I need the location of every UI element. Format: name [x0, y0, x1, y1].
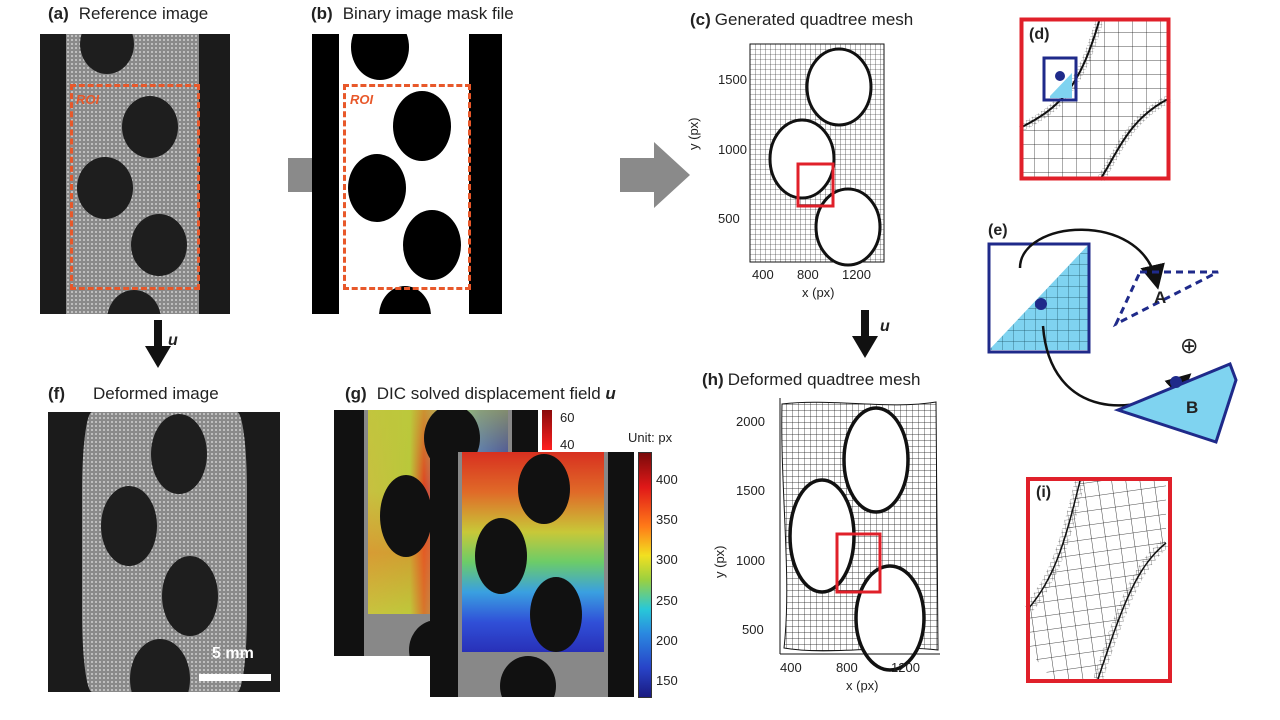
quad-b	[1113, 362, 1238, 444]
deformed-image: 5 mm	[48, 412, 280, 692]
roi-label: ROI	[350, 92, 374, 107]
zoom-region-box	[835, 532, 882, 594]
colorbar	[638, 452, 652, 698]
panel-a-title: (a)Reference image	[48, 4, 209, 23]
element-mapping-diagram	[987, 228, 1238, 444]
displacement-field-front	[430, 452, 634, 697]
roi-box	[343, 84, 471, 290]
panel-f-title: (f)Deformed image	[48, 384, 219, 403]
back-colorbar	[542, 410, 552, 450]
panel-b-title: (b)Binary image mask file	[311, 4, 514, 23]
quadtree-mesh-plot	[749, 43, 885, 267]
panel-i-tag: (i)	[1036, 484, 1052, 501]
deformed-mesh-zoom-detail	[1024, 477, 1172, 683]
node-dot	[1035, 298, 1047, 310]
deformed-mesh-plot	[779, 398, 940, 672]
triangle-a	[1112, 270, 1219, 328]
scalebar	[199, 674, 271, 681]
zoom-region-box	[796, 162, 835, 208]
down-arrow-icon	[852, 310, 878, 358]
panel-g-title: (g)DIC solved displacement field u	[345, 384, 616, 403]
roi-label: ROI	[76, 92, 100, 107]
roi-box	[70, 84, 200, 290]
scalebar-label: 5 mm	[212, 645, 254, 662]
panel-e-tag: (e)	[988, 222, 1008, 239]
displacement-label: u	[880, 318, 890, 335]
direct-sum-icon: ⊕	[1180, 333, 1199, 358]
mesh-zoom-detail	[1018, 16, 1172, 183]
panel-c-title: (c)Generated quadtree mesh	[690, 10, 914, 29]
gray-arrow-icon	[620, 142, 690, 208]
element-highlight-box	[1042, 56, 1078, 102]
down-arrow-icon	[145, 320, 171, 368]
displacement-label: u	[168, 332, 178, 349]
unit-label: Unit: px	[628, 430, 673, 445]
panel-h-title: (h)Deformed quadtree mesh	[702, 370, 921, 389]
label-b: B	[1186, 398, 1199, 417]
panel-d-tag: (d)	[1029, 26, 1050, 43]
element-box	[987, 242, 1091, 354]
reference-image: ROI	[40, 34, 230, 314]
label-a: A	[1154, 288, 1167, 307]
binary-mask-image: ROI	[312, 34, 502, 314]
